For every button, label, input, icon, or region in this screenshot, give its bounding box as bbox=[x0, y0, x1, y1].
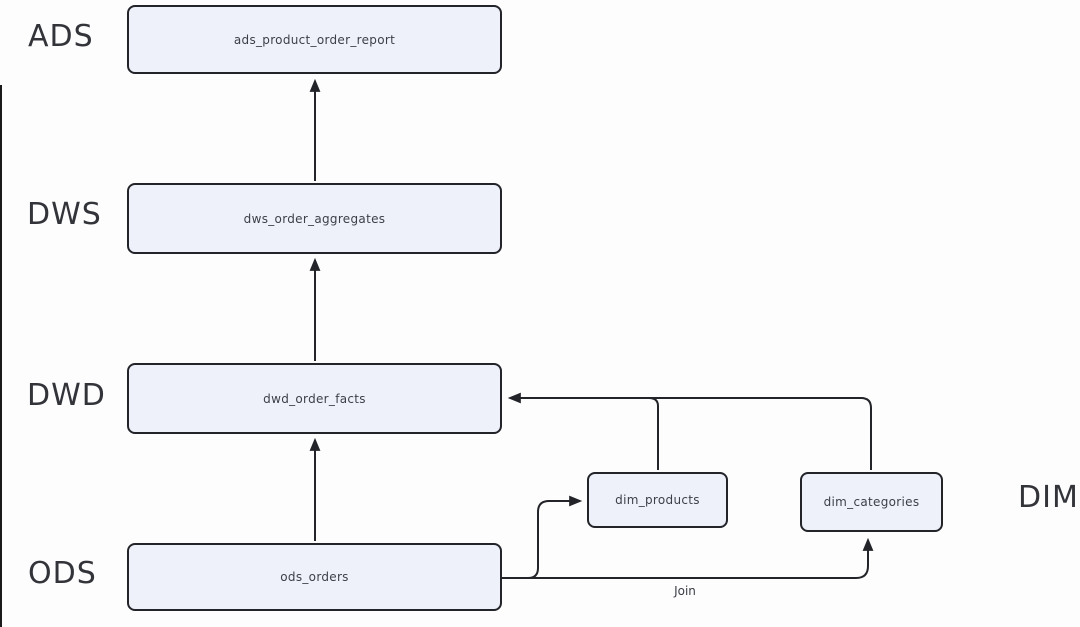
edge-dim-products-merge bbox=[648, 397, 659, 470]
node-label: dim_products bbox=[615, 493, 700, 507]
layer-label-dws: DWS bbox=[27, 197, 102, 232]
left-edge-crop-line bbox=[0, 85, 2, 627]
node-label: dws_order_aggregates bbox=[243, 211, 386, 226]
node-dws-order-aggregates: dws_order_aggregates bbox=[127, 183, 502, 254]
edge-ods-to-dim-categories bbox=[502, 537, 874, 579]
node-ods-orders: ods_orders bbox=[127, 543, 502, 611]
layer-label-dim: DIM bbox=[1018, 480, 1079, 515]
node-label: dim_categories bbox=[823, 495, 920, 509]
edge-dim-categories-to-dwd bbox=[507, 392, 872, 470]
node-label: ods_orders bbox=[280, 570, 349, 584]
layer-label-ods: ODS bbox=[28, 556, 97, 591]
layer-label-dwd: DWD bbox=[27, 378, 106, 413]
edge-label-join: Join bbox=[674, 584, 696, 598]
node-label: dwd_order_facts bbox=[263, 391, 366, 406]
node-dwd-order-facts: dwd_order_facts bbox=[127, 363, 502, 434]
node-label: ads_product_order_report bbox=[233, 32, 396, 47]
edge-ods-to-dim-products bbox=[502, 495, 583, 579]
layer-label-ads: ADS bbox=[28, 19, 94, 54]
node-dim-categories: dim_categories bbox=[800, 472, 943, 532]
node-ads-product-order-report: ads_product_order_report bbox=[127, 5, 502, 74]
node-dim-products: dim_products bbox=[587, 472, 728, 528]
